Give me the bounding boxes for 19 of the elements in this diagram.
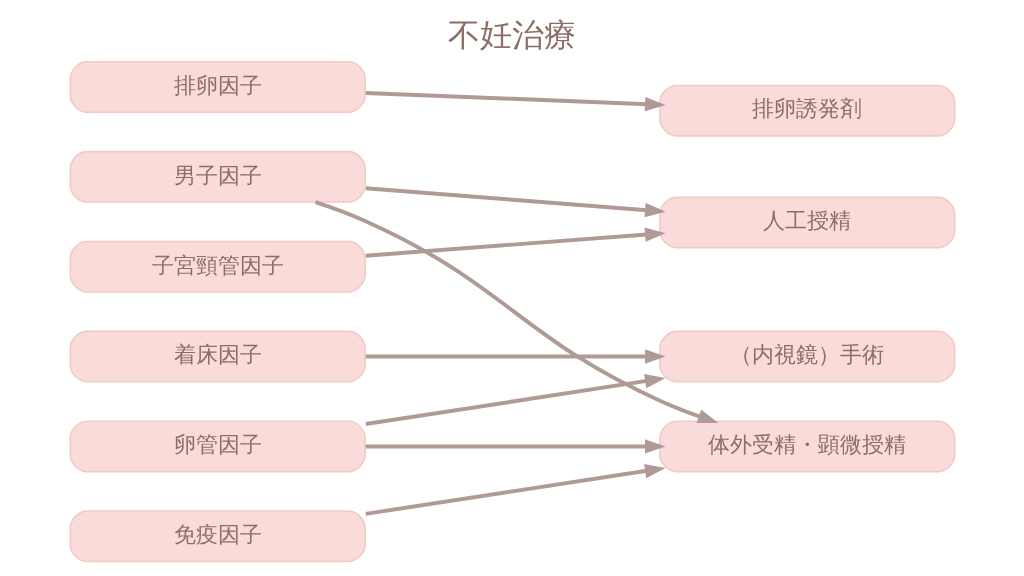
node-box: 卵管因子 — [69, 420, 366, 473]
node-box: 人工授精 — [658, 196, 955, 249]
arrow — [314, 200, 718, 424]
node-box: 男子因子 — [69, 150, 366, 203]
node-box: 着床因子 — [69, 330, 366, 383]
node-box: 排卵誘発剤 — [658, 84, 955, 137]
arrow — [365, 227, 666, 258]
node-box: 排卵因子 — [69, 61, 366, 114]
arrow — [365, 186, 666, 218]
node-box: 子宮頸管因子 — [69, 240, 366, 293]
arrow — [364, 463, 665, 516]
arrow — [365, 90, 666, 112]
diagram-title: 不妊治療 — [448, 17, 576, 54]
node-box: 体外受精・顕微授精 — [658, 420, 955, 473]
arrow — [365, 349, 666, 364]
node-box: （内視鏡）手術 — [658, 330, 955, 383]
node-box: 免疫因子 — [69, 510, 366, 563]
arrow — [364, 374, 665, 426]
arrow — [365, 439, 666, 454]
